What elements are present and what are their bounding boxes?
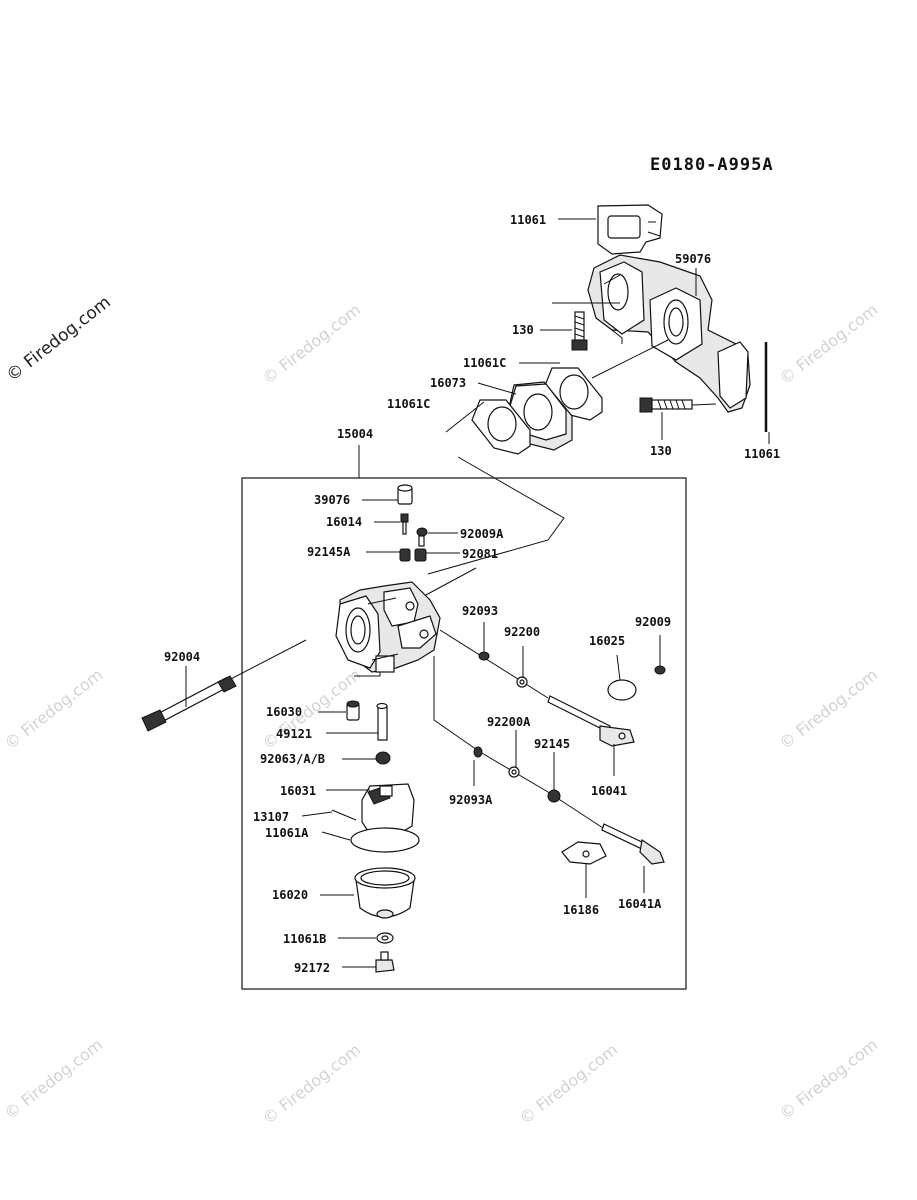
label-16020: 16020 [272, 888, 308, 902]
washer-11061b [376, 932, 394, 944]
label-49121: 49121 [276, 727, 312, 741]
choke-valve-16186 [561, 841, 607, 865]
spring-92145 [547, 789, 561, 803]
label-39076: 39076 [314, 493, 350, 507]
label-16041a: 16041A [618, 897, 662, 911]
float-16031 [361, 783, 415, 835]
label-92172: 92172 [294, 961, 330, 975]
float-bowl-16020 [354, 867, 416, 919]
bolt-92172 [375, 951, 395, 973]
label-92063: 92063/A/B [260, 752, 325, 766]
label-16186: 16186 [563, 903, 599, 917]
label-16041: 16041 [591, 784, 627, 798]
label-92145a: 92145A [307, 545, 351, 559]
label-92009a: 92009A [460, 527, 504, 541]
label-92093: 92093 [462, 604, 498, 618]
label-92200a: 92200A [487, 715, 531, 729]
label-59076: 59076 [675, 252, 711, 266]
screw-92009a [416, 527, 428, 547]
throttle-shaft-16041 [547, 695, 635, 747]
watermark: © Firedog.com [1, 665, 106, 753]
label-130-a: 130 [512, 323, 534, 337]
watermark: © Firedog.com [776, 300, 881, 388]
watermark-primary: © Firedog.com [3, 292, 115, 386]
label-92081: 92081 [462, 547, 498, 561]
label-92145: 92145 [534, 737, 570, 751]
choke-shaft-16041a [601, 823, 665, 865]
label-92093a: 92093A [449, 793, 493, 807]
carburetor-assembly-box [241, 477, 687, 990]
watermark: © Firedog.com [776, 1035, 881, 1123]
bolt-130-b [639, 397, 693, 413]
label-92009: 92009 [635, 615, 671, 629]
washer-92093a [473, 746, 483, 758]
leader-lines [185, 218, 770, 968]
label-16014: 16014 [326, 515, 362, 529]
alignment-lines [147, 339, 717, 831]
gasket-11061c-lower [471, 399, 531, 455]
label-11061c-a: 11061C [463, 356, 506, 370]
label-16025: 16025 [589, 634, 625, 648]
washer-92200a [508, 766, 520, 778]
label-130-b: 130 [650, 444, 672, 458]
label-16073: 16073 [430, 376, 466, 390]
washer-92093 [478, 651, 490, 661]
label-92200: 92200 [504, 625, 540, 639]
gasket-11061-top [597, 204, 663, 255]
label-11061b: 11061B [283, 932, 326, 946]
bolt-130-a [571, 311, 588, 351]
diagram-code: E0180-A995A [650, 155, 774, 175]
jet-92063 [375, 751, 391, 765]
label-11061a: 11061A [265, 826, 309, 840]
intake-manifold [587, 254, 751, 413]
part-labels: 11061 59076 130 11061C 16073 11061C 130 … [164, 213, 780, 975]
screw-92004 [141, 675, 237, 732]
label-13107: 13107 [253, 810, 289, 824]
label-16031: 16031 [280, 784, 316, 798]
plug-16014 [400, 513, 409, 535]
spring-92081 [414, 548, 427, 562]
pilot-jet-39076 [397, 484, 413, 505]
label-11061c-b: 11061C [387, 397, 430, 411]
label-11061-right: 11061 [744, 447, 780, 461]
label-92004: 92004 [164, 650, 200, 664]
emulsion-tube-49121 [376, 702, 388, 741]
label-16030: 16030 [266, 705, 302, 719]
gasket-11061a [350, 827, 420, 853]
watermark: © Firedog.com [1, 1035, 106, 1123]
jet-16030 [346, 700, 360, 721]
watermark: © Firedog.com [259, 1040, 364, 1128]
watermark: © Firedog.com [776, 665, 881, 753]
watermark-group: © Firedog.com © Firedog.com © Firedog.co… [1, 300, 881, 1128]
label-15004: 15004 [337, 427, 373, 441]
carburetor-body [335, 581, 441, 673]
watermark: © Firedog.com [259, 300, 364, 388]
washer-92200 [516, 676, 528, 688]
pin-13107 [331, 809, 357, 821]
throttle-valve-16025 [607, 679, 637, 701]
spring-92145a [399, 548, 411, 562]
screw-92009 [654, 665, 666, 675]
watermark: © Firedog.com [516, 1040, 621, 1128]
label-11061-top: 11061 [510, 213, 546, 227]
